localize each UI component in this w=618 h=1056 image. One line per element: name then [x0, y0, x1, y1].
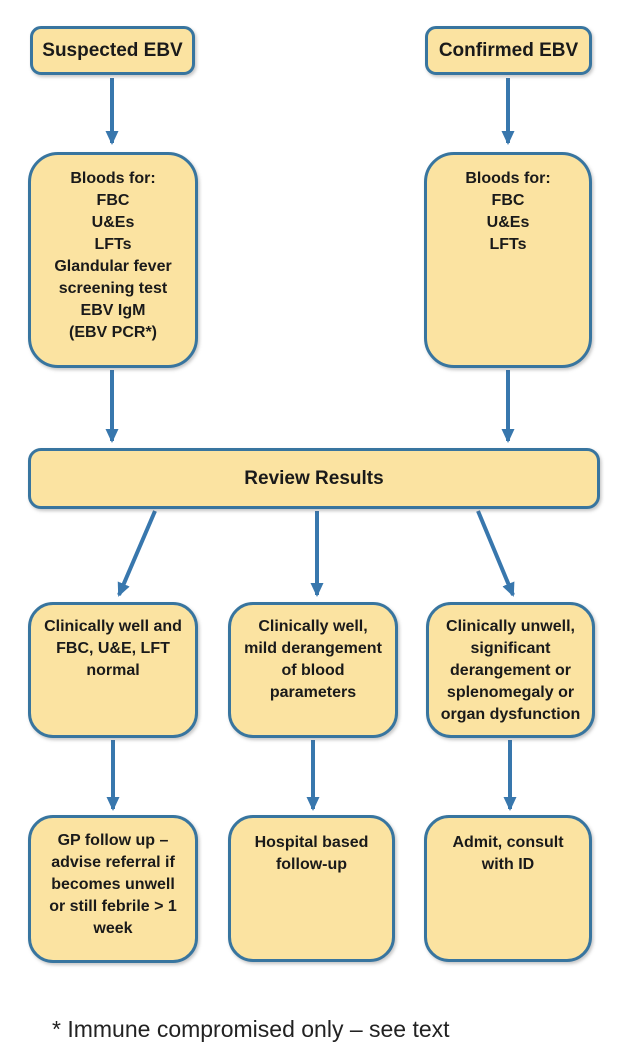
node-gp-follow-up-text: GP follow up – advise referral if become…	[49, 832, 177, 937]
node-bloods-suspected: Bloods for: FBC U&Es LFTs Glandular feve…	[28, 152, 198, 368]
node-clinically-unwell: Clinically unwell, significant derangeme…	[426, 602, 595, 738]
node-bloods-suspected-text: Bloods for: FBC U&Es LFTs Glandular feve…	[54, 170, 172, 341]
node-hospital-follow-up-text: Hospital based follow-up	[254, 834, 369, 873]
footnote-immune-compromised: * Immune compromised only – see text	[52, 1016, 450, 1042]
node-bloods-confirmed-text: Bloods for: FBC U&Es LFTs	[465, 170, 551, 253]
node-clinically-unwell-text: Clinically unwell, significant derangeme…	[440, 618, 581, 723]
node-mild-derangement-text: Clinically well, mild derangement of blo…	[244, 618, 382, 701]
node-admit-consult-id: Admit, consult with ID	[424, 815, 592, 962]
node-review-results-label: Review Results	[244, 467, 384, 489]
node-admit-consult-id-text: Admit, consult with ID	[452, 834, 564, 873]
arrow-review-to-unwell	[476, 510, 515, 597]
node-review-results: Review Results	[28, 448, 600, 509]
node-confirmed-ebv: Confirmed EBV	[425, 26, 592, 75]
node-clinically-well-normal: Clinically well and FBC, U&E, LFT normal	[28, 602, 198, 738]
node-suspected-ebv: Suspected EBV	[30, 26, 195, 75]
arrow-review-to-well	[117, 510, 157, 597]
node-mild-derangement: Clinically well, mild derangement of blo…	[228, 602, 398, 738]
node-hospital-follow-up: Hospital based follow-up	[228, 815, 395, 962]
node-suspected-ebv-label: Suspected EBV	[42, 39, 183, 61]
node-bloods-confirmed: Bloods for: FBC U&Es LFTs	[424, 152, 592, 368]
node-gp-follow-up: GP follow up – advise referral if become…	[28, 815, 198, 963]
node-clinically-well-normal-text: Clinically well and FBC, U&E, LFT normal	[44, 618, 182, 679]
node-confirmed-ebv-label: Confirmed EBV	[438, 39, 579, 61]
